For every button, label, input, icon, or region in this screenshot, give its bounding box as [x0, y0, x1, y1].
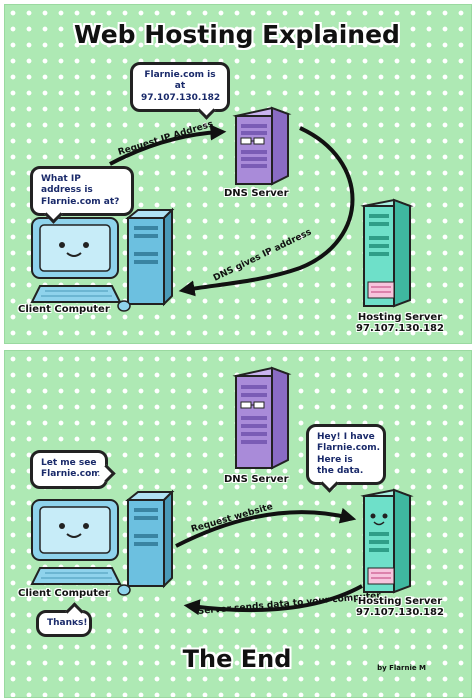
dns-server-label: DNS Server: [224, 188, 289, 199]
hosting-server-ip: 97.107.130.182: [356, 323, 444, 334]
client-computer-label: Client Computer: [18, 588, 110, 599]
client-bubble-line: Let me see: [41, 458, 97, 468]
dns-speech-bubble: Flarnie.com is at 97.107.130.182: [130, 62, 230, 112]
hosting-bubble-line: Here is: [317, 454, 353, 465]
hosting-speech-bubble: Hey! I have Flarnie.com. Here is the dat…: [306, 424, 386, 485]
client-bubble-line: Flarnie.com: [41, 469, 101, 480]
client-bubble-line: Flarnie.com at?: [41, 196, 120, 207]
hosting-bubble-line: Hey! I have: [317, 432, 375, 442]
hosting-server-label: Hosting Server 97.107.130.182: [350, 312, 450, 334]
ending-title: The End: [182, 645, 292, 673]
hosting-bubble-line: the data.: [317, 465, 364, 476]
dns-server-label: DNS Server: [224, 474, 289, 485]
dns-bubble-line: 97.107.130.182: [141, 92, 221, 103]
hosting-server-name: Hosting Server: [357, 312, 443, 323]
thanks-text: Thanks!: [47, 618, 88, 628]
dns-bubble-line: Flarnie.com is at: [144, 70, 216, 92]
hosting-server-name: Hosting Server: [357, 596, 443, 607]
client-bubble-line: What IP address is: [41, 174, 93, 196]
thanks-speech-bubble: Thanks!: [36, 610, 92, 638]
hosting-server-ip: 97.107.130.182: [356, 607, 444, 618]
client-speech-bubble: Let me see Flarnie.com: [30, 450, 108, 489]
page-title: Web Hosting Explained: [74, 20, 400, 49]
hosting-server-label: Hosting Server 97.107.130.182: [350, 596, 450, 618]
author-credit: by Flarnie M: [377, 664, 426, 672]
client-computer-label: Client Computer: [18, 304, 110, 315]
hosting-bubble-line: Flarnie.com.: [317, 443, 381, 454]
client-speech-bubble: What IP address is Flarnie.com at?: [30, 166, 134, 216]
